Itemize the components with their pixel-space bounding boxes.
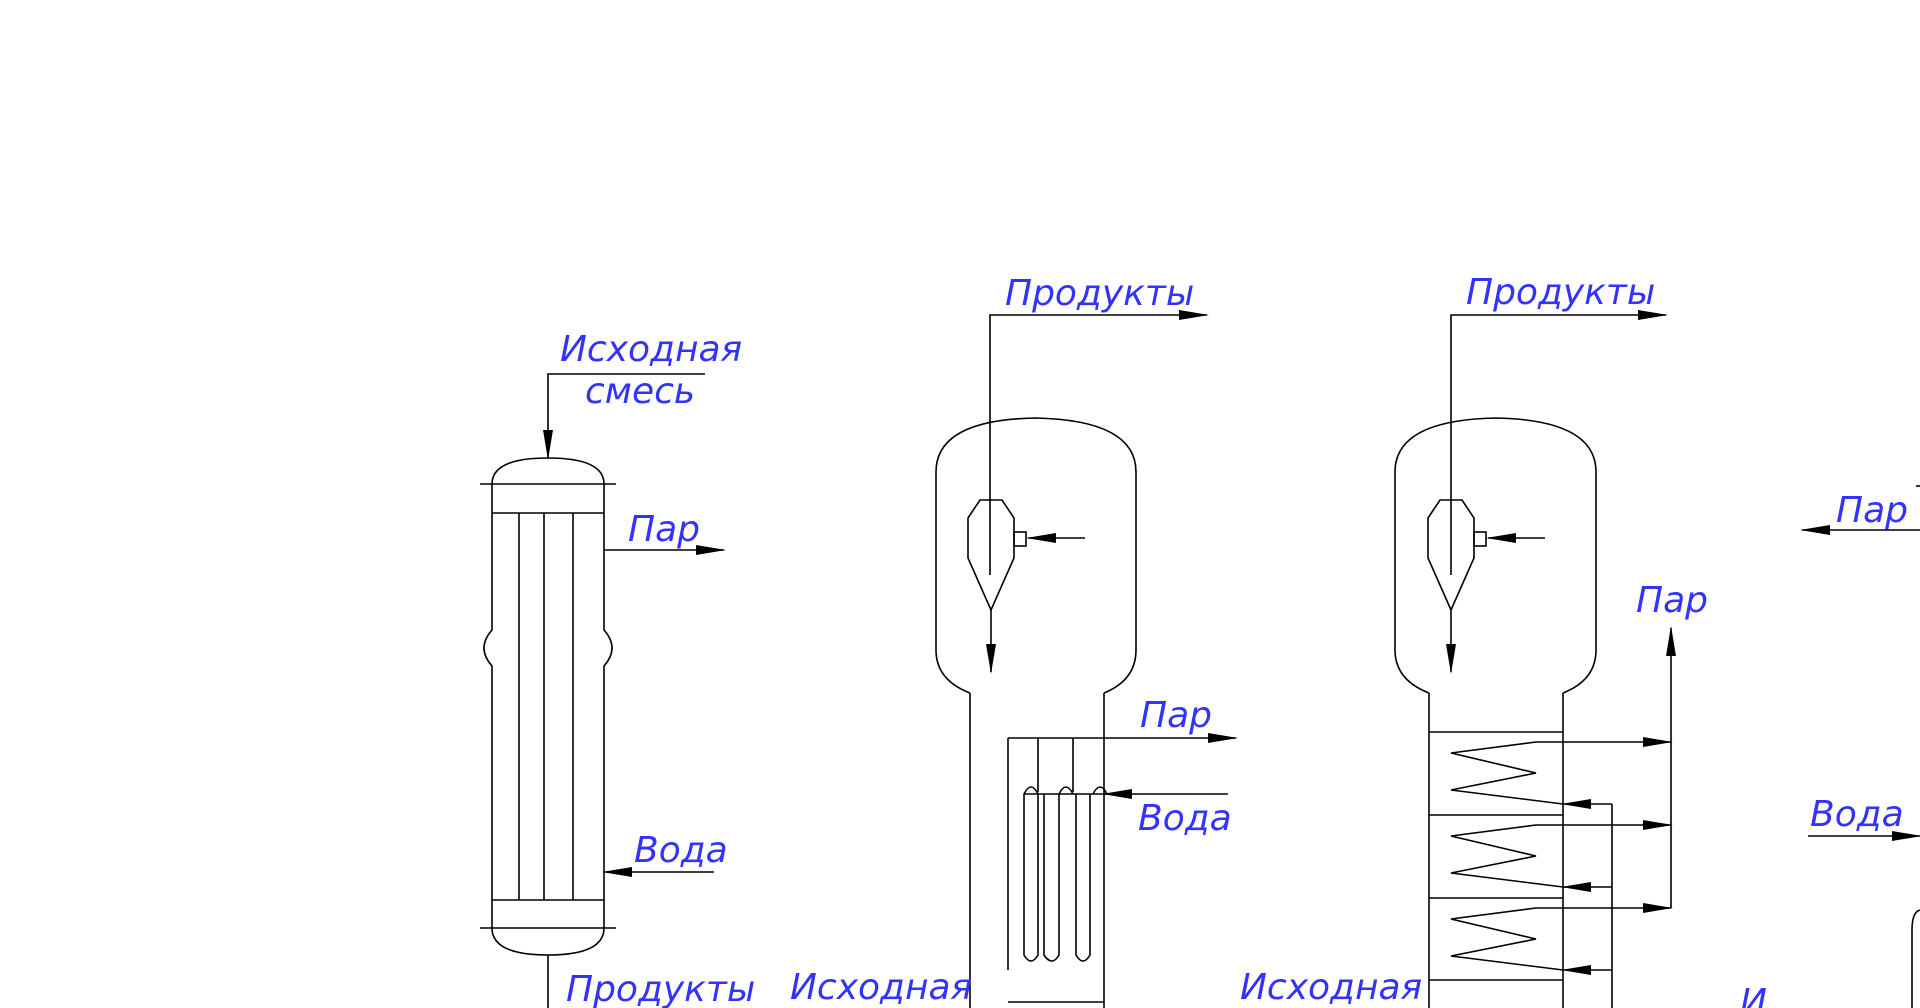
products-label: Продукты [1466,272,1655,313]
coil-section-1 [1450,741,1564,805]
bottom-head [491,927,605,956]
feed-label-partial: И [1740,982,1767,1008]
bayonet-tube [1043,794,1060,962]
products-line [1450,310,1668,575]
feed-label-line2: смесь [585,371,695,412]
steam-label: Пар [1836,490,1908,531]
feed-line [543,373,705,460]
separator-dome [935,417,1137,694]
cyclone-inlet [1473,531,1487,547]
reactor-1-shell-tube: Исходная смесь Пар Вода Продукты [480,329,755,1008]
coil-section-3 [1450,907,1564,971]
shell-right [603,513,613,900]
products-label: Продукты [1005,273,1194,314]
cyclone [967,499,1015,612]
feed-label: Исходная [1240,967,1422,1008]
steam-label: Пар [1140,695,1212,736]
feed-label: Исходная [790,967,972,1008]
top-head [491,457,605,485]
cyclone-inlet [1013,531,1027,547]
body-edge [1911,909,1920,1008]
shell-left [483,513,493,900]
steam-label: Пар [628,509,700,550]
steam-label: Пар [1636,580,1708,621]
water-label: Вода [634,830,728,871]
reactor-3-sectioned: Продукты Пар Исходная [1240,272,1708,1008]
reactor-4-partial: Пар Вода И [1740,485,1920,1008]
coil-section-2 [1450,824,1564,888]
products-line [989,310,1209,575]
reactor-2-bayonet: Продукты Пар Вода Исходная [790,273,1238,1008]
separator-dome [1394,417,1597,694]
water-label: Вода [1138,798,1232,839]
bayonet-tube [1075,794,1091,962]
feed-label-line1: Исходная [560,329,742,370]
water-label: Вода [1810,794,1904,835]
products-label: Продукты [566,969,755,1008]
bayonet-tube [1023,794,1039,962]
